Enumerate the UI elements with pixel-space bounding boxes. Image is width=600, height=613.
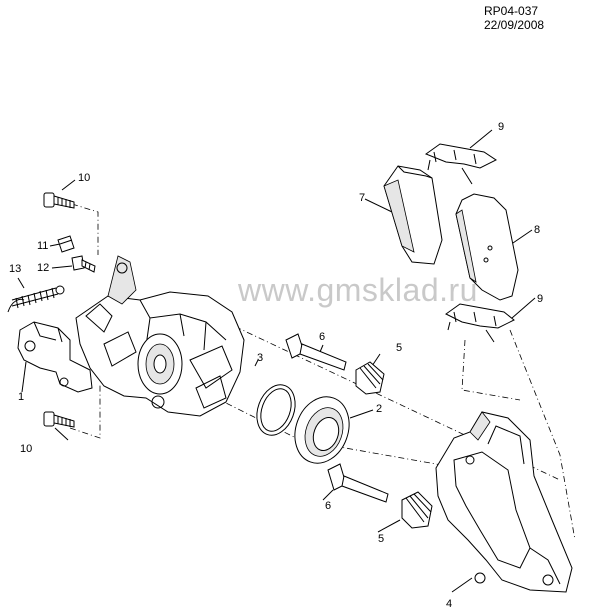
callout-12: 12 — [37, 262, 50, 274]
bleeder-cap — [57, 235, 75, 253]
bolt-alignment-line-top — [71, 203, 99, 255]
leader-11 — [49, 243, 61, 247]
bolt-alignment-line-bottom — [69, 385, 101, 439]
callout-3: 3 — [257, 352, 264, 364]
callout-9-top: 9 — [498, 121, 505, 133]
leader-9-bottom — [511, 297, 536, 319]
callout-9-bottom: 9 — [537, 293, 544, 305]
pin-boot-bottom — [401, 491, 433, 529]
bleeder-screw — [71, 255, 96, 273]
brake-pad-inner — [383, 165, 443, 265]
leader-1 — [21, 361, 27, 393]
brake-pad-outer — [455, 193, 519, 301]
reference-code: RP04-037 22/09/2008 — [484, 4, 545, 32]
leader-7 — [364, 198, 393, 213]
callout-10-bottom: 10 — [20, 443, 33, 455]
leader-13 — [17, 277, 25, 289]
callout-6-bottom: 6 — [325, 500, 332, 512]
callout-4: 4 — [446, 598, 453, 610]
leader-5-bottom — [377, 519, 401, 533]
piston-boot — [294, 396, 350, 464]
seal-ring — [256, 384, 296, 436]
leader-4 — [451, 577, 473, 593]
guide-pin-top — [285, 333, 347, 371]
guide-pin-bottom — [327, 463, 389, 503]
callout-13: 13 — [9, 263, 22, 275]
caliper-alignment-line-upper — [199, 309, 561, 481]
caliper-housing — [75, 255, 245, 417]
caliper-carrier — [435, 411, 573, 593]
leader-10-top — [61, 179, 76, 191]
callout-10-top: 10 — [78, 172, 91, 184]
leader-5-top — [371, 353, 381, 367]
leader-6-bottom — [322, 489, 334, 501]
leader-3 — [254, 359, 259, 367]
clip-alignment-line — [461, 339, 521, 401]
callout-7: 7 — [359, 192, 366, 204]
leader-10-bottom — [54, 427, 69, 441]
callout-11: 11 — [37, 240, 49, 252]
callout-6-top: 6 — [319, 331, 326, 343]
leader-2 — [349, 409, 374, 419]
pin-boot-top — [355, 361, 385, 395]
callout-1: 1 — [18, 391, 25, 403]
callout-5-top: 5 — [396, 342, 403, 354]
carrier-alignment-line — [509, 329, 576, 541]
leader-6-top — [319, 344, 324, 353]
guide-bracket — [17, 321, 93, 393]
leader-12 — [51, 265, 73, 269]
callout-5-bottom: 5 — [378, 533, 385, 545]
leader-9-top — [469, 129, 493, 149]
bolt-bottom — [43, 411, 75, 428]
pad-clip-bottom — [445, 303, 515, 343]
pad-clip-top — [424, 143, 497, 185]
watermark: www.gmsklad.ru — [238, 272, 478, 308]
callout-8: 8 — [534, 224, 541, 236]
leader-8 — [509, 229, 533, 246]
bolt-top — [43, 192, 75, 209]
callout-2: 2 — [376, 403, 383, 415]
spring — [7, 285, 65, 313]
